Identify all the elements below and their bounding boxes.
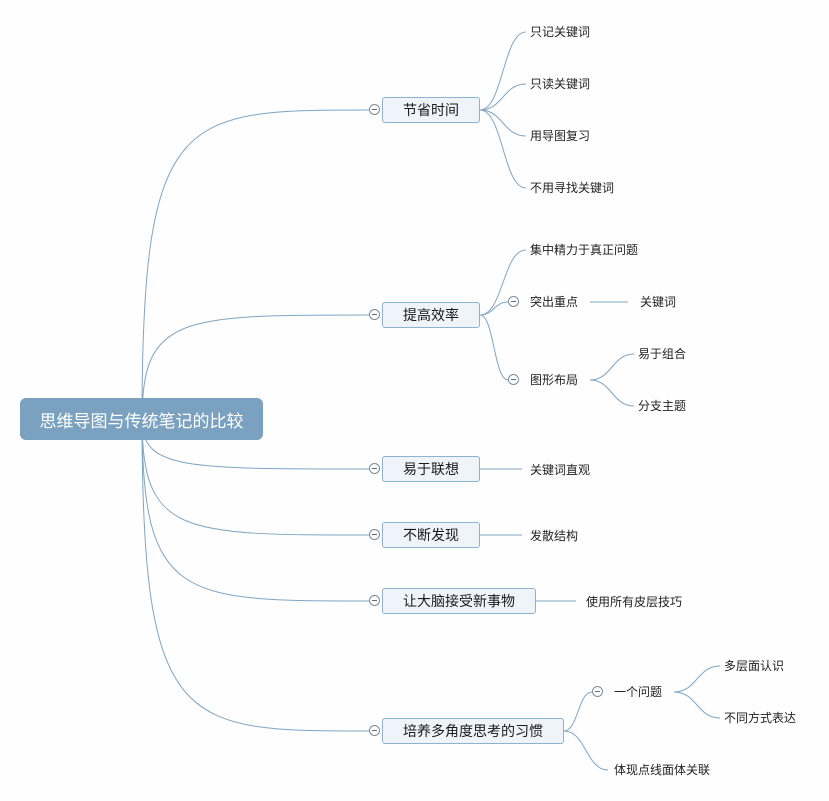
connector-line: [479, 31, 527, 111]
subtopic[interactable]: 突出重点: [530, 295, 579, 309]
subtopic[interactable]: 一个问题: [614, 685, 663, 699]
collapse-toggle-icon[interactable]: [369, 104, 380, 115]
connector-line: [141, 314, 370, 420]
collapse-toggle-icon[interactable]: [369, 595, 380, 606]
connector-line: [479, 314, 509, 381]
collapse-toggle-icon[interactable]: [508, 374, 519, 385]
subtopic[interactable]: 图形布局: [530, 373, 579, 387]
subtopic[interactable]: 分支主题: [638, 399, 687, 413]
topic-new-things[interactable]: 让大脑接受新事物: [382, 588, 536, 614]
subtopic[interactable]: 只读关键词: [530, 77, 591, 91]
subtopic[interactable]: 不用寻找关键词: [530, 181, 615, 195]
connector-line: [479, 249, 527, 316]
subtopic[interactable]: 易于组合: [638, 347, 687, 361]
connector-line: [141, 418, 370, 602]
connector-line: [563, 691, 593, 732]
topic-discovery[interactable]: 不断发现: [382, 522, 480, 548]
collapse-toggle-icon[interactable]: [508, 296, 519, 307]
connector-line: [479, 301, 509, 316]
topic-efficiency[interactable]: 提高效率: [382, 302, 480, 328]
connector-line: [479, 83, 527, 111]
subtopic[interactable]: 关键词: [640, 295, 677, 309]
subtopic[interactable]: 不同方式表达: [724, 711, 797, 725]
connector-line: [673, 691, 721, 719]
connector-line: [673, 665, 721, 693]
subtopic[interactable]: 发散结构: [530, 529, 579, 543]
collapse-toggle-icon[interactable]: [369, 529, 380, 540]
subtopic[interactable]: 体现点线面体关联: [614, 763, 711, 777]
connector-line: [141, 109, 370, 420]
connector-line: [479, 109, 527, 189]
collapse-toggle-icon[interactable]: [369, 463, 380, 474]
connector-line: [479, 109, 527, 137]
subtopic[interactable]: 只记关键词: [530, 25, 591, 39]
topic-association[interactable]: 易于联想: [382, 456, 480, 482]
connector-line: [141, 418, 370, 536]
connector-line: [563, 730, 609, 771]
subtopic[interactable]: 使用所有皮层技巧: [586, 595, 683, 609]
collapse-toggle-icon[interactable]: [369, 309, 380, 320]
subtopic[interactable]: 关键词直观: [530, 463, 591, 477]
subtopic[interactable]: 用导图复习: [530, 129, 591, 143]
subtopic[interactable]: 集中精力于真正问题: [530, 243, 639, 257]
topic-multi-angle[interactable]: 培养多角度思考的习惯: [382, 718, 564, 744]
root-topic[interactable]: 思维导图与传统笔记的比较: [20, 398, 263, 440]
subtopic[interactable]: 多层面认识: [724, 659, 785, 673]
collapse-toggle-icon[interactable]: [369, 725, 380, 736]
collapse-toggle-icon[interactable]: [592, 686, 603, 697]
connector-line: [589, 379, 635, 407]
connector-line: [141, 418, 370, 732]
connector-line: [589, 353, 635, 381]
topic-save-time[interactable]: 节省时间: [382, 97, 480, 123]
